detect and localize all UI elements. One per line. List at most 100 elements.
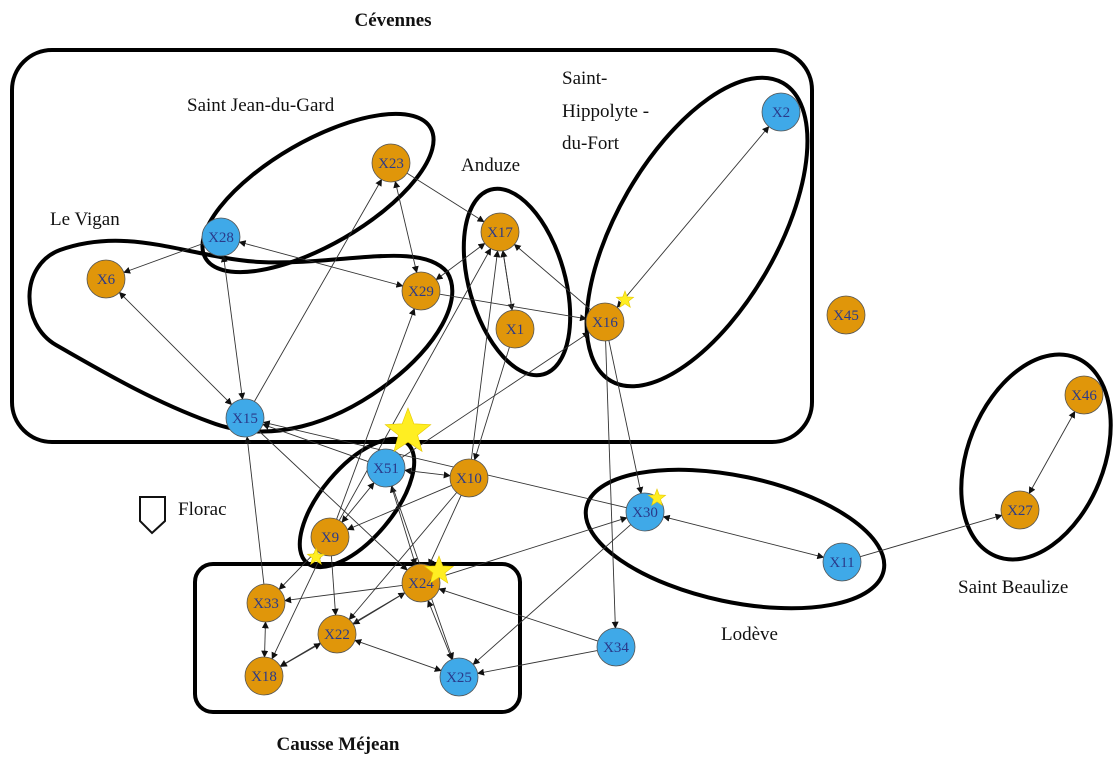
node-x29: X29 [401, 271, 441, 311]
node-x18: X18 [244, 656, 284, 696]
node-x27: X27 [1000, 490, 1040, 530]
edge-x28-x29 [238, 240, 404, 288]
edge-x34-x25 [477, 650, 598, 676]
saint-hippolyte-label-line2: Hippolyte - [562, 101, 649, 122]
saint-jean-du-gard-boundary [200, 111, 436, 275]
node-circle [401, 563, 441, 603]
node-x17: X17 [480, 212, 520, 252]
node-label: X10 [456, 471, 482, 487]
node-circle [244, 656, 284, 696]
node-label: X45 [833, 308, 859, 324]
node-circle [1064, 375, 1104, 415]
shield-marker-icon [139, 496, 166, 535]
edge-x10-x24 [428, 495, 462, 567]
node-x22: X22 [317, 614, 357, 654]
node-x9: X9 [310, 517, 350, 557]
node-label: X28 [208, 230, 234, 246]
node-label: X34 [603, 640, 629, 656]
edge-x34-x24 [438, 587, 599, 642]
node-x46: X46 [1064, 375, 1104, 415]
edge-x33-x18 [261, 621, 269, 658]
edge-x10-x51 [404, 467, 451, 479]
star-icon [615, 290, 635, 308]
node-circle [310, 517, 350, 557]
node-circle [596, 627, 636, 667]
edge-x9-x17 [338, 247, 492, 521]
node-circle [317, 614, 357, 654]
saint-beaulize-label: Saint Beaulize [958, 577, 1068, 598]
node-x6: X6 [86, 259, 126, 299]
edge-x17-x29 [435, 242, 486, 281]
saint-beaulize-boundary [959, 352, 1113, 562]
node-x34: X34 [596, 627, 636, 667]
edge-x9-x51 [341, 482, 375, 523]
edge-x15-x24 [258, 430, 408, 571]
edge-x30-x15 [262, 420, 627, 509]
node-x2: X2 [761, 92, 801, 132]
florac-boundary [297, 436, 417, 570]
node-circle [495, 309, 535, 349]
star-icon [384, 407, 432, 453]
edge-x30-x11 [662, 514, 825, 560]
edge-x10-x22 [348, 492, 458, 621]
node-x10: X10 [449, 458, 489, 498]
causse-mejean-boundary [193, 562, 522, 714]
node-circle [246, 583, 286, 623]
node-x33: X33 [246, 583, 286, 623]
node-label: X2 [772, 105, 790, 121]
cevennes-boundary [10, 48, 814, 444]
node-circle [401, 271, 441, 311]
edge-x16-x30 [608, 340, 644, 495]
node-x23: X23 [371, 143, 411, 183]
edge-x24-x25 [427, 599, 453, 661]
node-label: X25 [446, 670, 472, 686]
node-x45: X45 [826, 295, 866, 335]
edge-x23-x17 [406, 172, 485, 223]
edge-x16-x17 [513, 243, 591, 310]
edge-x22-x18 [279, 643, 322, 667]
edge-x11-x27 [860, 513, 1003, 558]
florac-label: Florac [178, 499, 227, 520]
node-label: X16 [592, 315, 618, 331]
edge-x30-x25 [472, 524, 632, 665]
node-circle [822, 542, 862, 582]
edge-x10-x17 [470, 250, 501, 460]
edge-x51-x15 [262, 423, 369, 463]
node-circle [371, 143, 411, 183]
node-label: X18 [251, 669, 277, 685]
node-circle [1000, 490, 1040, 530]
saint-hippolyte-boundary [584, 75, 810, 389]
edge-x16-x2 [616, 126, 770, 308]
star-icon [423, 555, 455, 584]
node-label: X23 [378, 156, 404, 172]
edge-x33-x15 [244, 436, 265, 585]
node-label: X24 [408, 576, 434, 592]
node-label: X46 [1071, 388, 1097, 404]
edge-x28-x6 [123, 243, 204, 274]
edge-x51-x16 [401, 332, 590, 458]
edge-x16-x34 [605, 340, 619, 629]
node-circle [201, 217, 241, 257]
edge-x6-x15 [118, 291, 233, 406]
edge-x27-x46 [1028, 410, 1076, 495]
node-label: X15 [232, 411, 258, 427]
node-circle [449, 458, 489, 498]
edge-x29-x16 [439, 293, 587, 322]
edge-x23-x29 [393, 180, 419, 274]
edge-x15-x23 [254, 178, 382, 402]
node-circle [761, 92, 801, 132]
stars-layer [306, 290, 667, 584]
edge-x9-x18 [271, 554, 323, 660]
node-label: X33 [253, 596, 279, 612]
star-icon [306, 547, 326, 565]
causse-mejean-title: Causse Méjean [277, 734, 400, 755]
node-circle [366, 448, 406, 488]
node-x11: X11 [822, 542, 862, 582]
star-icon [647, 488, 667, 506]
node-label: X30 [632, 505, 658, 521]
edge-x22-x25 [354, 639, 442, 672]
le-vigan-label: Le Vigan [50, 209, 120, 230]
node-circle [439, 657, 479, 697]
